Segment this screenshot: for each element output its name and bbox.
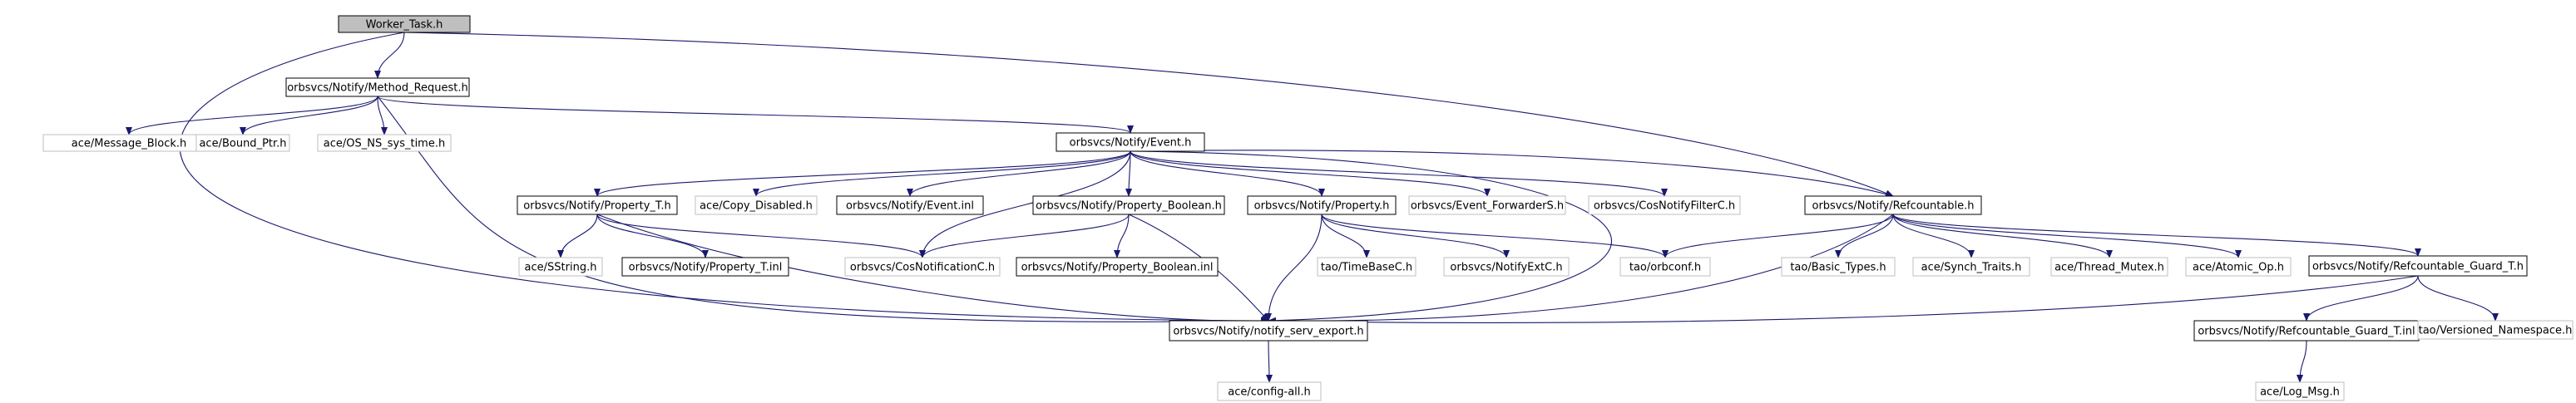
- node-copy-disabled: ace/Copy_Disabled.h: [695, 196, 817, 214]
- node-label: tao/orbconf.h: [1629, 262, 1701, 274]
- node-method-request[interactable]: orbsvcs/Notify/Method_Request.h: [286, 78, 469, 96]
- node-label: ace/Synch_Traits.h: [1921, 262, 2022, 274]
- edge-event-to-cosnotifyfilterc: [1130, 151, 1664, 196]
- edge-event-to-copy-disabled: [756, 151, 1130, 196]
- edge-property-boolean-to-cosnotificationc: [922, 214, 1129, 258]
- edge-method-request-to-os-ns-sys-time: [378, 96, 384, 135]
- edge-event-to-property-t: [597, 151, 1130, 196]
- node-label: Worker_Task.h: [366, 19, 443, 32]
- node-label: tao/TimeBaseC.h: [1321, 262, 1412, 274]
- node-label: ace/OS_NS_sys_time.h: [324, 138, 445, 150]
- node-refcountable-guard-t-inl[interactable]: orbsvcs/Notify/Refcountable_Guard_T.inl: [2194, 321, 2419, 341]
- edge-worker-task-to-notify-serv-export: [180, 32, 1268, 321]
- edge-property-t-to-cosnotificationc: [597, 214, 922, 258]
- node-label: tao/Versioned_Namespace.h: [2419, 325, 2573, 337]
- edge-refcountable-guard-t-to-versioned-namespace: [2418, 276, 2495, 321]
- edge-refcountable-guard-t-inl-to-log-msg: [2300, 341, 2307, 382]
- node-log-msg: ace/Log_Msg.h: [2256, 382, 2344, 401]
- node-event-forwarders: orbsvcs/Event_ForwarderS.h: [1409, 196, 1565, 214]
- node-label: orbsvcs/NotifyExtC.h: [1450, 262, 1562, 274]
- node-label: orbsvcs/Notify/Method_Request.h: [287, 82, 468, 95]
- edge-method-request-to-bound-ptr: [243, 96, 378, 135]
- edge-notify-serv-export-to-config-all: [1268, 341, 1269, 382]
- node-label: orbsvcs/Notify/Property_T.h: [523, 200, 670, 213]
- node-label: orbsvcs/Notify/notify_serv_export.h: [1173, 326, 1363, 338]
- edge-property-t-to-sstring: [561, 214, 597, 258]
- edge-event-to-refcountable: [1130, 150, 1893, 196]
- node-label: ace/Bound_Ptr.h: [199, 138, 286, 150]
- node-label: ace/Message_Block.h: [72, 138, 187, 150]
- node-label: orbsvcs/CosNotifyFilterC.h: [1594, 200, 1735, 213]
- node-config-all: ace/config-all.h: [1218, 382, 1321, 401]
- node-message-block: ace/Message_Block.h: [43, 135, 215, 151]
- node-property[interactable]: orbsvcs/Notify/Property.h: [1248, 196, 1396, 214]
- node-label: ace/Atomic_Op.h: [2193, 262, 2284, 274]
- node-property-t[interactable]: orbsvcs/Notify/Property_T.h: [517, 196, 677, 214]
- node-cosnotificationc: orbsvcs/CosNotificationC.h: [845, 258, 1000, 276]
- edge-refcountable-to-refcountable-guard-t: [1893, 214, 2418, 256]
- node-property-boolean[interactable]: orbsvcs/Notify/Property_Boolean.h: [1033, 196, 1224, 214]
- node-property-boolean-inl[interactable]: orbsvcs/Notify/Property_Boolean.inl: [1016, 258, 1218, 276]
- edge-refcountable-guard-t-to-notify-serv-export: [1268, 276, 2418, 322]
- edge-event-to-property: [1130, 151, 1322, 196]
- node-label: ace/Thread_Mutex.h: [2054, 262, 2164, 274]
- node-atomic-op: ace/Atomic_Op.h: [2186, 258, 2291, 276]
- node-synch-traits: ace/Synch_Traits.h: [1913, 258, 2030, 276]
- edge-property-to-notify-serv-export: [1268, 214, 1322, 321]
- node-sstring: ace/SString.h: [519, 258, 602, 276]
- node-label: ace/SString.h: [525, 262, 597, 274]
- node-property-t-inl[interactable]: orbsvcs/Notify/Property_T.inl: [622, 258, 789, 276]
- node-label: orbsvcs/Notify/Property_T.inl: [629, 262, 783, 274]
- node-label: tao/Basic_Types.h: [1790, 262, 1886, 274]
- edge-worker-task-to-method-request: [378, 32, 404, 78]
- edge-property-boolean-to-property-boolean-inl: [1117, 214, 1129, 258]
- edge-refcountable-to-thread-mutex: [1893, 214, 2109, 258]
- node-label: orbsvcs/Notify/Property_Boolean.inl: [1021, 262, 1214, 274]
- node-orbconf: tao/orbconf.h: [1620, 258, 1710, 276]
- node-versioned-namespace: tao/Versioned_Namespace.h: [2418, 321, 2573, 339]
- node-notifyextc: orbsvcs/NotifyExtC.h: [1444, 258, 1569, 276]
- node-bound-ptr: ace/Bound_Ptr.h: [196, 135, 289, 151]
- node-label: orbsvcs/CosNotificationC.h: [850, 262, 995, 274]
- node-label: orbsvcs/Notify/Event.inl: [846, 200, 974, 213]
- node-os-ns-sys-time: ace/OS_NS_sys_time.h: [318, 135, 451, 151]
- node-thread-mutex: ace/Thread_Mutex.h: [2051, 258, 2168, 276]
- edge-worker-task-to-refcountable: [404, 32, 1893, 196]
- edge-property-to-orbconf: [1322, 214, 1665, 258]
- edge-method-request-to-message-block: [129, 96, 378, 135]
- node-label: orbsvcs/Notify/Refcountable.h: [1812, 200, 1974, 213]
- node-event-inl[interactable]: orbsvcs/Notify/Event.inl: [837, 196, 983, 214]
- edge-refcountable-guard-t-to-refcountable-guard-t-inl: [2307, 276, 2418, 321]
- node-label: orbsvcs/Notify/Property_Boolean.h: [1036, 200, 1222, 213]
- node-label: orbsvcs/Notify/Event.h: [1070, 137, 1192, 150]
- node-refcountable[interactable]: orbsvcs/Notify/Refcountable.h: [1805, 196, 1981, 214]
- edge-method-request-to-event: [378, 96, 1130, 133]
- node-label: orbsvcs/Event_ForwarderS.h: [1411, 200, 1564, 213]
- node-label: ace/Copy_Disabled.h: [700, 200, 813, 213]
- node-label: orbsvcs/Notify/Property.h: [1254, 200, 1390, 213]
- node-basic-types: tao/Basic_Types.h: [1782, 258, 1895, 276]
- edge-property-to-notifyextc: [1322, 214, 1506, 258]
- node-label: ace/config-all.h: [1228, 386, 1311, 399]
- node-label: ace/Log_Msg.h: [2260, 386, 2340, 399]
- node-timebasec: tao/TimeBaseC.h: [1318, 258, 1416, 276]
- node-worker-task[interactable]: Worker_Task.h: [339, 16, 470, 32]
- nodes-layer: Worker_Task.h orbsvcs/Notify/Method_Reque…: [43, 16, 2573, 401]
- node-event[interactable]: orbsvcs/Notify/Event.h: [1056, 133, 1204, 151]
- node-notify-serv-export[interactable]: orbsvcs/Notify/notify_serv_export.h: [1169, 321, 1367, 341]
- node-label: orbsvcs/Notify/Refcountable_Guard_T.inl: [2198, 326, 2415, 338]
- node-cosnotifyfilterc: orbsvcs/CosNotifyFilterC.h: [1589, 196, 1740, 214]
- node-refcountable-guard-t[interactable]: orbsvcs/Notify/Refcountable_Guard_T.h: [2309, 256, 2527, 276]
- edge-event-to-notify-serv-export: [1130, 151, 1611, 321]
- node-label: orbsvcs/Notify/Refcountable_Guard_T.h: [2312, 261, 2524, 273]
